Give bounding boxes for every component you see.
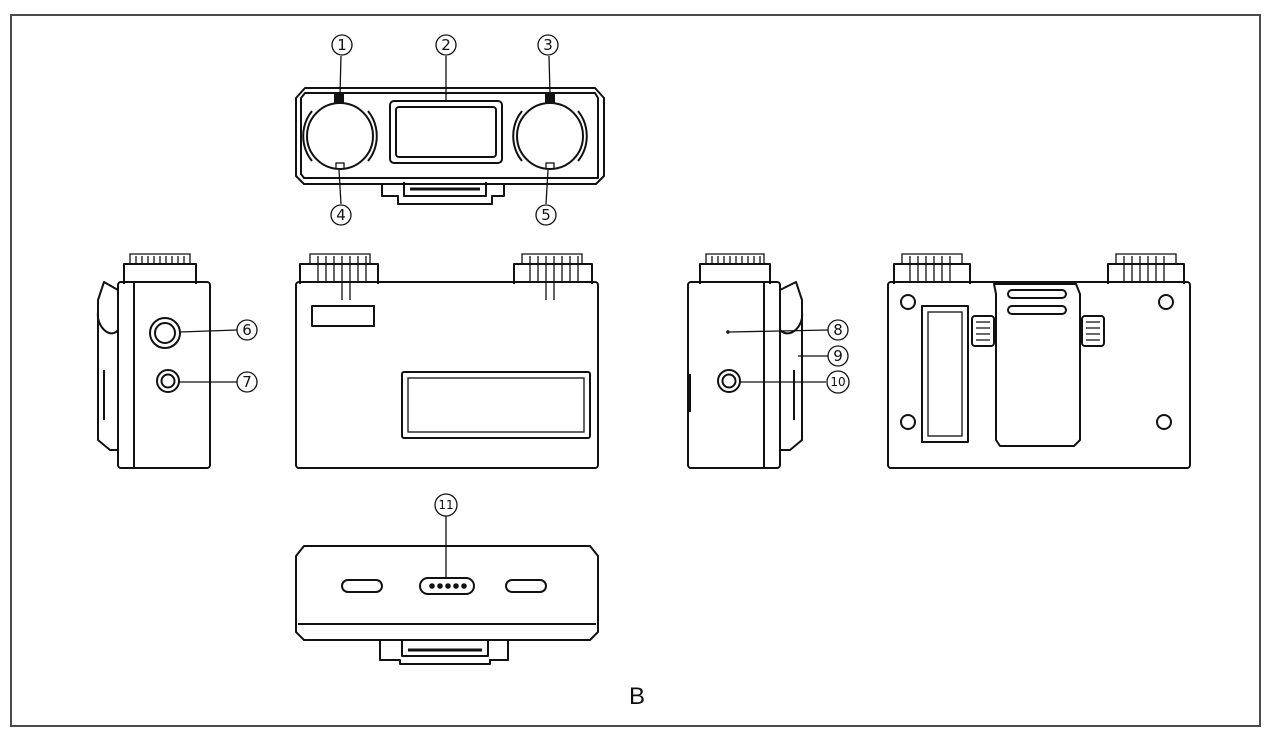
callout-7: 7 — [236, 371, 258, 393]
callout-6: 6 — [236, 319, 258, 341]
callout-11: 11 — [434, 493, 458, 517]
callout-11-label: 11 — [438, 498, 453, 512]
callout-7-label: 7 — [242, 373, 252, 391]
right-dial — [512, 94, 588, 170]
callout-1: 1 — [331, 34, 353, 56]
callout-5-label: 5 — [541, 206, 551, 224]
top-view — [295, 55, 605, 205]
callout-2-label: 2 — [441, 36, 451, 54]
right-side-view — [687, 253, 829, 469]
left-side-view — [96, 253, 238, 469]
pogo-connector — [419, 577, 475, 595]
callout-9-label: 9 — [833, 347, 843, 365]
callout-10: 10 — [826, 370, 850, 394]
top-display — [389, 100, 503, 164]
back-view — [887, 253, 1191, 469]
top-clip — [381, 182, 505, 205]
callout-4-label: 4 — [336, 206, 346, 224]
callout-9: 9 — [827, 345, 849, 367]
callout-1-label: 1 — [337, 36, 347, 54]
callout-2: 2 — [435, 34, 457, 56]
callout-4: 4 — [330, 204, 352, 226]
bottom-view — [295, 516, 599, 665]
callout-10-label: 10 — [830, 375, 845, 389]
callout-8: 8 — [827, 319, 849, 341]
left-dial — [302, 94, 378, 170]
callout-6-label: 6 — [242, 321, 252, 339]
callout-5: 5 — [535, 204, 557, 226]
callout-3: 3 — [537, 34, 559, 56]
figure-label: B — [629, 683, 645, 710]
diagram-frame — [10, 14, 1261, 727]
front-view — [295, 253, 599, 469]
callout-3-label: 3 — [543, 36, 553, 54]
callout-8-label: 8 — [833, 321, 843, 339]
